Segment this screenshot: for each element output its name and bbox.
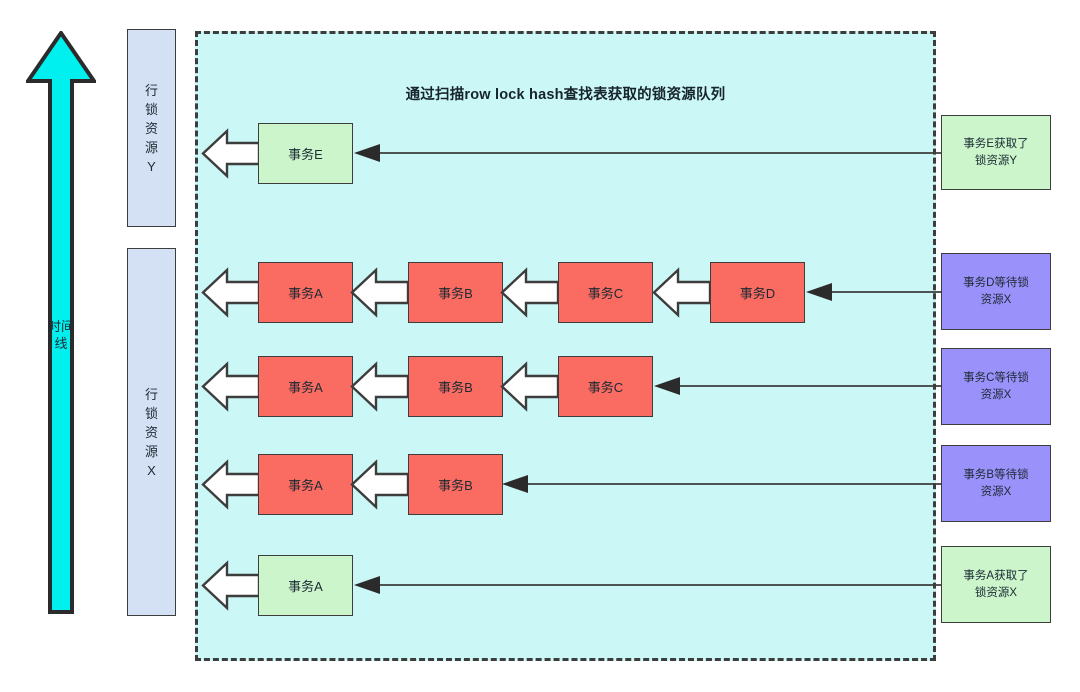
tx-box-label: 事务B [438,478,473,493]
tx-box-row2-1[interactable]: 事务B [408,262,503,323]
tx-box-row2-2[interactable]: 事务C [558,262,653,323]
resource-bar-x: 行锁资源X [127,248,176,616]
queue-head-arrow-row4 [201,459,261,510]
tx-box-row3-2[interactable]: 事务C [558,356,653,417]
tx-box-label: 事务C [587,286,624,301]
queue-head-arrow-row5 [201,560,261,611]
note-line-1: 事务D等待锁 [963,276,1029,289]
note-connector-row5 [354,576,942,594]
tx-box-label: 事务B [438,286,473,301]
chain-arrow-row2-3 [652,267,712,318]
note-line-1: 事务C等待锁 [963,371,1029,384]
tx-box-label: 事务A [288,286,323,301]
note-box-tx-e: 事务E获取了 锁资源Y [941,115,1051,190]
tx-box-row2-3[interactable]: 事务D [710,262,805,323]
chain-arrow-row3-2 [500,361,560,412]
note-line-1: 事务E获取了 [963,137,1029,150]
chain-arrow-row4-1 [350,459,410,510]
timeline-label: 时间线 [47,319,74,351]
note-line-2: 锁资源X [974,586,1018,599]
tx-box-row1-0[interactable]: 事务E [258,123,353,184]
note-line-2: 资源X [980,293,1012,306]
note-box-tx-c: 事务C等待锁 资源X [941,348,1051,425]
resource-bar-y: 行锁资源Y [127,29,176,227]
tx-box-label: 事务A [288,380,323,395]
note-box-tx-d: 事务D等待锁 资源X [941,253,1051,330]
timeline-arrow-icon [26,31,96,614]
tx-box-label: 事务A [288,579,323,594]
tx-box-label: 事务E [288,147,323,162]
tx-box-label: 事务C [587,380,624,395]
tx-box-row2-0[interactable]: 事务A [258,262,353,323]
note-line-2: 锁资源Y [974,154,1018,167]
tx-box-label: 事务B [438,380,473,395]
note-line-1: 事务B等待锁 [963,468,1029,481]
queue-head-arrow-row2 [201,267,261,318]
tx-box-label: 事务A [288,478,323,493]
chain-arrow-row3-1 [350,361,410,412]
tx-box-row4-1[interactable]: 事务B [408,454,503,515]
note-line-2: 资源X [980,388,1012,401]
tx-box-row5-0[interactable]: 事务A [258,555,353,616]
note-connector-row3 [654,377,942,395]
tx-box-row3-1[interactable]: 事务B [408,356,503,417]
chain-arrow-row2-1 [350,267,410,318]
page-title: 通过扫描row lock hash查找表获取的锁资源队列 [405,87,726,103]
note-connector-row4 [502,475,942,493]
note-line-1: 事务A获取了 [963,569,1029,582]
queue-head-arrow-row3 [201,361,261,412]
resource-bar-y-label: 行锁资源Y [144,82,158,174]
resource-bar-x-label: 行锁资源X [144,386,158,478]
tx-box-row4-0[interactable]: 事务A [258,454,353,515]
note-box-tx-a: 事务A获取了 锁资源X [941,546,1051,623]
tx-box-row3-0[interactable]: 事务A [258,356,353,417]
note-connector-row1 [354,144,942,162]
note-box-tx-b: 事务B等待锁 资源X [941,445,1051,522]
chain-arrow-row2-2 [500,267,560,318]
queue-head-arrow-row1 [201,128,261,179]
tx-box-label: 事务D [739,286,776,301]
note-line-2: 资源X [980,485,1012,498]
note-connector-row2 [806,283,942,301]
